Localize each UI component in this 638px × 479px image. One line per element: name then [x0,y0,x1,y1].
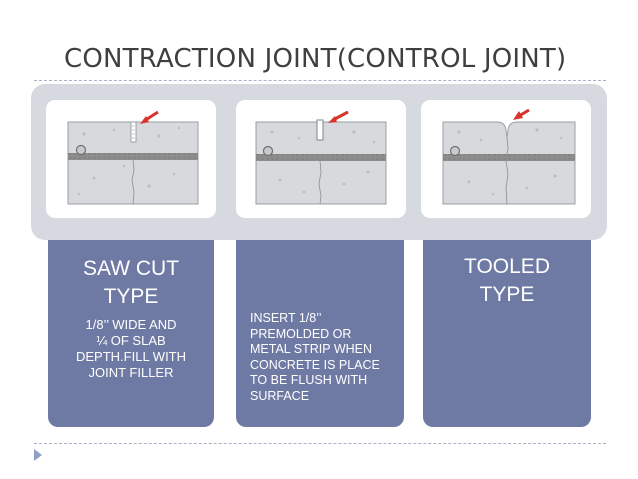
red-arrow-icon [328,110,349,123]
column-insert-strip: INSERT 1/8’’ PREMOLDED OR METAL STRIP WH… [236,225,404,427]
column-description: INSERT 1/8’’ PREMOLDED OR METAL STRIP WH… [250,311,380,403]
slide-title: CONTRACTION JOINT(CONTROL JOINT) [64,44,567,74]
saw-cut-diagram [46,100,216,218]
column-heading: TOOLED TYPE [464,255,550,306]
saw-cut-illustration [67,110,199,205]
insert-strip-diagram [236,100,406,218]
column-description: 1/8’’ WIDE AND ¼ OF SLAB DEPTH.FILL WITH… [75,317,187,380]
red-arrow-icon [140,110,159,124]
insert-strip-illustration [255,110,387,205]
title-divider [34,80,606,81]
footer-divider [34,443,606,444]
bullet-triangle-icon [34,449,42,461]
column-saw-cut: SAW CUT TYPE 1/8’’ WIDE AND ¼ OF SLAB DE… [48,225,214,427]
column-heading: SAW CUT TYPE [82,257,180,308]
tooled-illustration [442,108,576,205]
tooled-diagram [421,100,591,218]
column-tooled: TOOLED TYPE [423,225,591,427]
red-arrow-icon [513,108,530,120]
